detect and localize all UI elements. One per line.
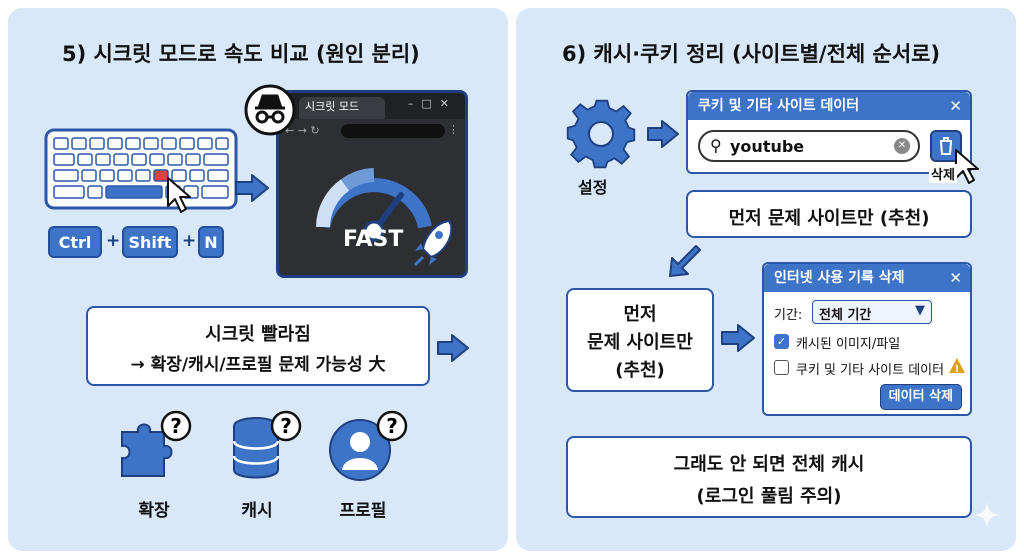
speedometer-icon: [316, 168, 432, 242]
shift-key: Shift: [122, 226, 178, 258]
suspect-label-cache: 캐시: [241, 501, 273, 521]
browser-tab-title: 시크릿 모드: [305, 100, 360, 113]
full-cache-box: 그래도 안 되면 전체 캐시 (로그인 풀림 주의): [566, 436, 972, 518]
sparkle-icon: [973, 501, 1001, 529]
cached-files-checkbox[interactable]: ✓: [774, 334, 789, 349]
side-line-1: 먼저: [623, 304, 657, 325]
left-panel-title: 5) 시크릿 모드로 속도 비교 (원인 분리): [62, 42, 420, 66]
chevron-down-icon: ▼: [915, 303, 925, 318]
cookie-dialog-title: 쿠키 및 기타 사이트 데이터: [688, 92, 970, 120]
result-line-1: 시크릿 빨라짐: [205, 324, 311, 345]
fast-badge: FAST: [343, 227, 404, 252]
delete-tooltip: 삭제: [929, 164, 957, 183]
warning-icon: !: [949, 358, 965, 375]
period-label: 기간:: [774, 308, 803, 323]
incognito-result-box: 시크릿 빨라짐 → 확장/캐시/프로필 문제 가능성 大: [86, 306, 430, 386]
svg-text:!: !: [955, 364, 960, 375]
suspect-label-extension: 확장: [138, 501, 170, 521]
site-first-text: 먼저 문제 사이트만 (추천): [728, 208, 930, 229]
trash-icon: [940, 137, 952, 155]
cookie-site-data-dialog: 쿠키 및 기타 사이트 데이터 ✕ ⚲ youtube ✕: [686, 90, 972, 174]
clear-browsing-data-dialog: 인터넷 사용 기록 삭제 ✕ 기간: 전체 기간 ▼ ✓ 캐시된 이미지/파일 …: [762, 262, 972, 416]
nav-buttons-icon: ← → ↻: [285, 124, 320, 137]
cookies-checkbox[interactable]: [774, 360, 789, 375]
close-icon[interactable]: ✕: [949, 97, 962, 115]
plus-sign: +: [106, 231, 121, 251]
rocket-icon: [413, 219, 453, 267]
period-select[interactable]: 전체 기간 ▼: [812, 300, 932, 324]
right-panel-title: 6) 캐시·쿠키 정리 (사이트별/전체 순서로): [562, 42, 941, 66]
database-icon: ?: [232, 410, 302, 479]
menu-icon: ⋮: [448, 123, 459, 136]
arrow-right-icon: [721, 324, 755, 352]
plus-sign: +: [182, 231, 197, 251]
settings-label: 설정: [578, 178, 608, 197]
svg-text:?: ?: [386, 414, 398, 438]
svg-text:?: ?: [170, 414, 182, 438]
keyboard-icon: [44, 128, 238, 213]
side-line-2: 문제 사이트만: [587, 332, 693, 353]
site-first-side-box: 먼저 문제 사이트만 (추천): [566, 288, 714, 392]
clear-dialog-title: 인터넷 사용 기록 삭제: [764, 264, 970, 292]
svg-text:?: ?: [280, 414, 292, 438]
cookies-label: 쿠키 및 기타 사이트 데이터: [796, 363, 945, 378]
incognito-browser-window: 시크릿 모드 –□✕ ← → ↻ ⋮ FAST: [276, 90, 468, 278]
search-value: youtube: [730, 137, 805, 156]
period-value: 전체 기간: [819, 308, 872, 323]
n-key: N: [198, 226, 224, 258]
arrow-right-icon: [437, 334, 469, 362]
final-line-2: (로그인 풀림 주의): [696, 486, 842, 507]
arrow-right-icon: [235, 174, 269, 202]
ctrl-key: Ctrl: [48, 226, 102, 258]
side-line-3: (추천): [615, 360, 665, 381]
address-bar: [341, 124, 445, 138]
close-icon[interactable]: ✕: [949, 269, 962, 287]
cached-files-label: 캐시된 이미지/파일: [796, 337, 901, 352]
gear-icon: [566, 99, 636, 169]
puzzle-icon: ?: [121, 410, 192, 477]
final-line-1: 그래도 안 되면 전체 캐시: [673, 454, 865, 475]
incognito-icon: [244, 84, 296, 136]
search-icon: ⚲: [710, 136, 722, 155]
cursor-icon: [955, 149, 979, 184]
result-line-2: → 확장/캐시/프로필 문제 가능성 大: [130, 355, 386, 375]
site-search-input[interactable]: ⚲ youtube ✕: [698, 130, 920, 162]
user-profile-icon: ?: [329, 410, 408, 481]
window-controls: –□✕: [407, 97, 457, 110]
suspect-label-profile: 프로필: [339, 501, 387, 521]
arrow-right-icon: [647, 120, 679, 148]
site-first-box: 먼저 문제 사이트만 (추천): [686, 190, 972, 238]
arrow-down-left-icon: [669, 245, 701, 277]
clear-search-icon[interactable]: ✕: [894, 138, 910, 154]
delete-data-button[interactable]: 데이터 삭제: [879, 384, 962, 410]
